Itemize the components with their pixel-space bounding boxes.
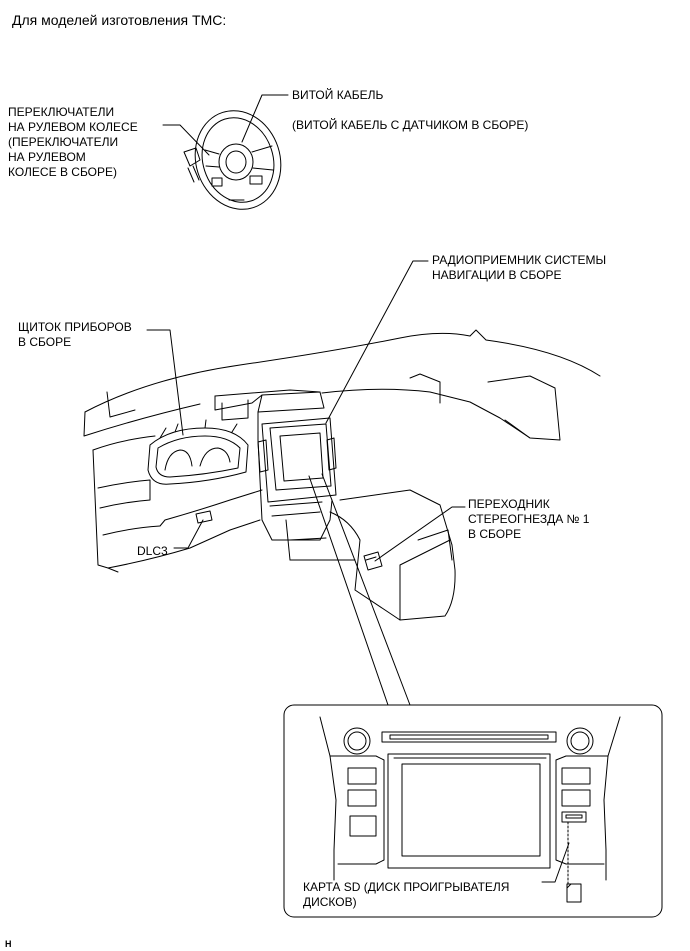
stereo-jack-label: ПЕРЕХОДНИК СТЕРЕОГНЕЗДА № 1 В СБОРЕ	[468, 497, 590, 541]
page-title: Для моделей изготовления TMC:	[12, 12, 227, 28]
center-stack	[215, 392, 336, 560]
stereo-jack-port	[364, 552, 382, 570]
combination-meter-label: ЩИТОК ПРИБОРОВ В СБОРЕ	[18, 320, 132, 349]
sd-card-icon	[567, 884, 581, 902]
sd-card-leader	[542, 843, 569, 882]
leader-lines	[147, 95, 569, 882]
figure-code: H	[5, 939, 12, 949]
dlc3-connector	[196, 511, 212, 523]
inset-detail	[284, 705, 662, 917]
sd-card-label: КАРТА SD (ДИСК ПРОИГРЫВАТЕЛЯ ДИСКОВ)	[303, 880, 510, 909]
radio-receiver-label: РАДИОПРИЕМНИК СИСТЕМЫ НАВИГАЦИИ В СБОРЕ	[432, 253, 607, 282]
dlc3-label: DLC3	[137, 544, 168, 558]
center-console	[290, 490, 455, 620]
inset-connector-lines	[309, 474, 410, 705]
spiral-cable-label: ВИТОЙ КАБЕЛЬ	[292, 88, 384, 102]
steering-switch-label: ПЕРЕКЛЮЧАТЕЛИ НА РУЛЕВОМ КОЛЕСЕ (ПЕРЕКЛЮ…	[8, 105, 138, 179]
spiral-cable-note: (ВИТОЙ КАБЕЛЬ С ДАТЧИКОМ В СБОРЕ)	[292, 118, 529, 132]
steering-wheel-illustration	[183, 99, 294, 220]
dashboard-illustration	[84, 330, 600, 620]
instrument-cluster	[148, 420, 248, 484]
